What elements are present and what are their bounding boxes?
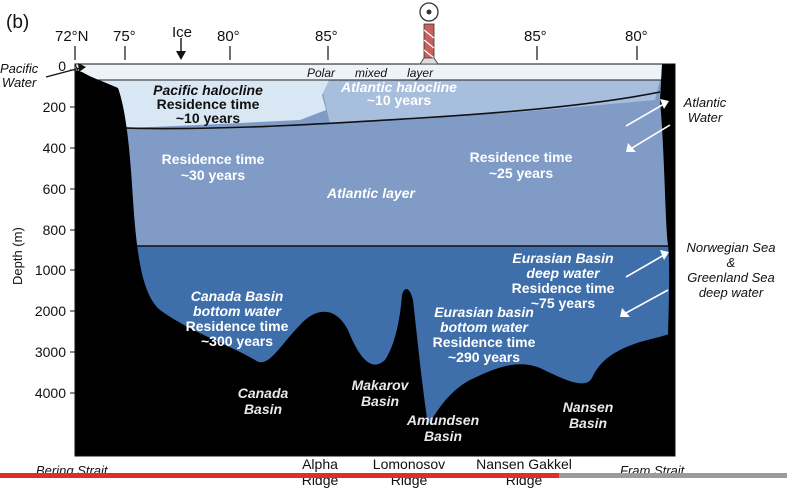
norwegian-greenland-label: Norwegian Sea & Greenland Sea deep water <box>686 240 776 300</box>
fram-slope <box>660 64 675 335</box>
deep-water-arrows <box>620 250 669 317</box>
depth-tick-4000: 4000 <box>34 385 66 401</box>
diagram-frame <box>74 63 676 457</box>
lat-85-left: 85° <box>315 28 338 45</box>
depth-tick-3000: 3000 <box>34 344 66 360</box>
atlantic-layer-label: Atlantic layer <box>327 185 415 201</box>
depth-tick-1000: 1000 <box>34 262 66 278</box>
ice-arrow-icon <box>176 38 186 60</box>
eurasian-deep-water-label: Eurasian Basin deep water Residence time… <box>511 250 615 311</box>
lat-80-right: 80° <box>625 28 648 45</box>
pacific-water-label: Pacific Water <box>0 61 39 90</box>
residence-time-right: Residence time ~25 years <box>469 149 573 181</box>
depth-tick-0: 0 <box>58 58 66 74</box>
pacific-halocline-label: Pacific halocline Residence time ~10 yea… <box>153 82 263 126</box>
pacific-halocline-region <box>82 78 330 128</box>
depth-tick-200: 200 <box>42 99 66 115</box>
atlantic-halocline-region <box>320 80 660 124</box>
depth-tick-2000: 2000 <box>34 303 66 319</box>
lat-80-left: 80° <box>217 28 240 45</box>
atlantic-water-label: Atlantic Water <box>683 95 727 125</box>
residence-time-left: Residence time ~30 years <box>161 151 265 183</box>
lat-75: 75° <box>113 28 136 45</box>
depth-tick-400: 400 <box>42 140 66 156</box>
video-progress-bar[interactable] <box>0 473 787 478</box>
halocline-boundary-line <box>99 91 661 130</box>
atlantic-water-arrows <box>625 99 671 152</box>
depth-tick-600: 600 <box>42 181 66 197</box>
lat-85-right: 85° <box>524 28 547 45</box>
mooring-buoy-icon <box>419 2 439 65</box>
pacific-water-arrow <box>45 63 86 78</box>
top-axis-ticks <box>74 46 638 60</box>
ice-label: Ice <box>172 24 193 41</box>
canada-basin-bottom-water-label: Canada Basin bottom water Residence time… <box>185 288 289 349</box>
lat-72n: 72°N <box>55 28 89 45</box>
left-axis-ticks <box>70 69 75 394</box>
video-progress-fill <box>0 473 559 478</box>
eurasian-bottom-water-label: Eurasian basin bottom water Residence ti… <box>432 304 536 365</box>
depth-tick-800: 800 <box>42 222 66 238</box>
seafloor <box>75 70 675 456</box>
atlantic-halocline-label: Atlantic halocline ~10 years <box>341 79 457 108</box>
panel-label: (b) <box>6 12 30 33</box>
polar-mixed-layer-label: Polar mixed layer <box>307 66 434 80</box>
